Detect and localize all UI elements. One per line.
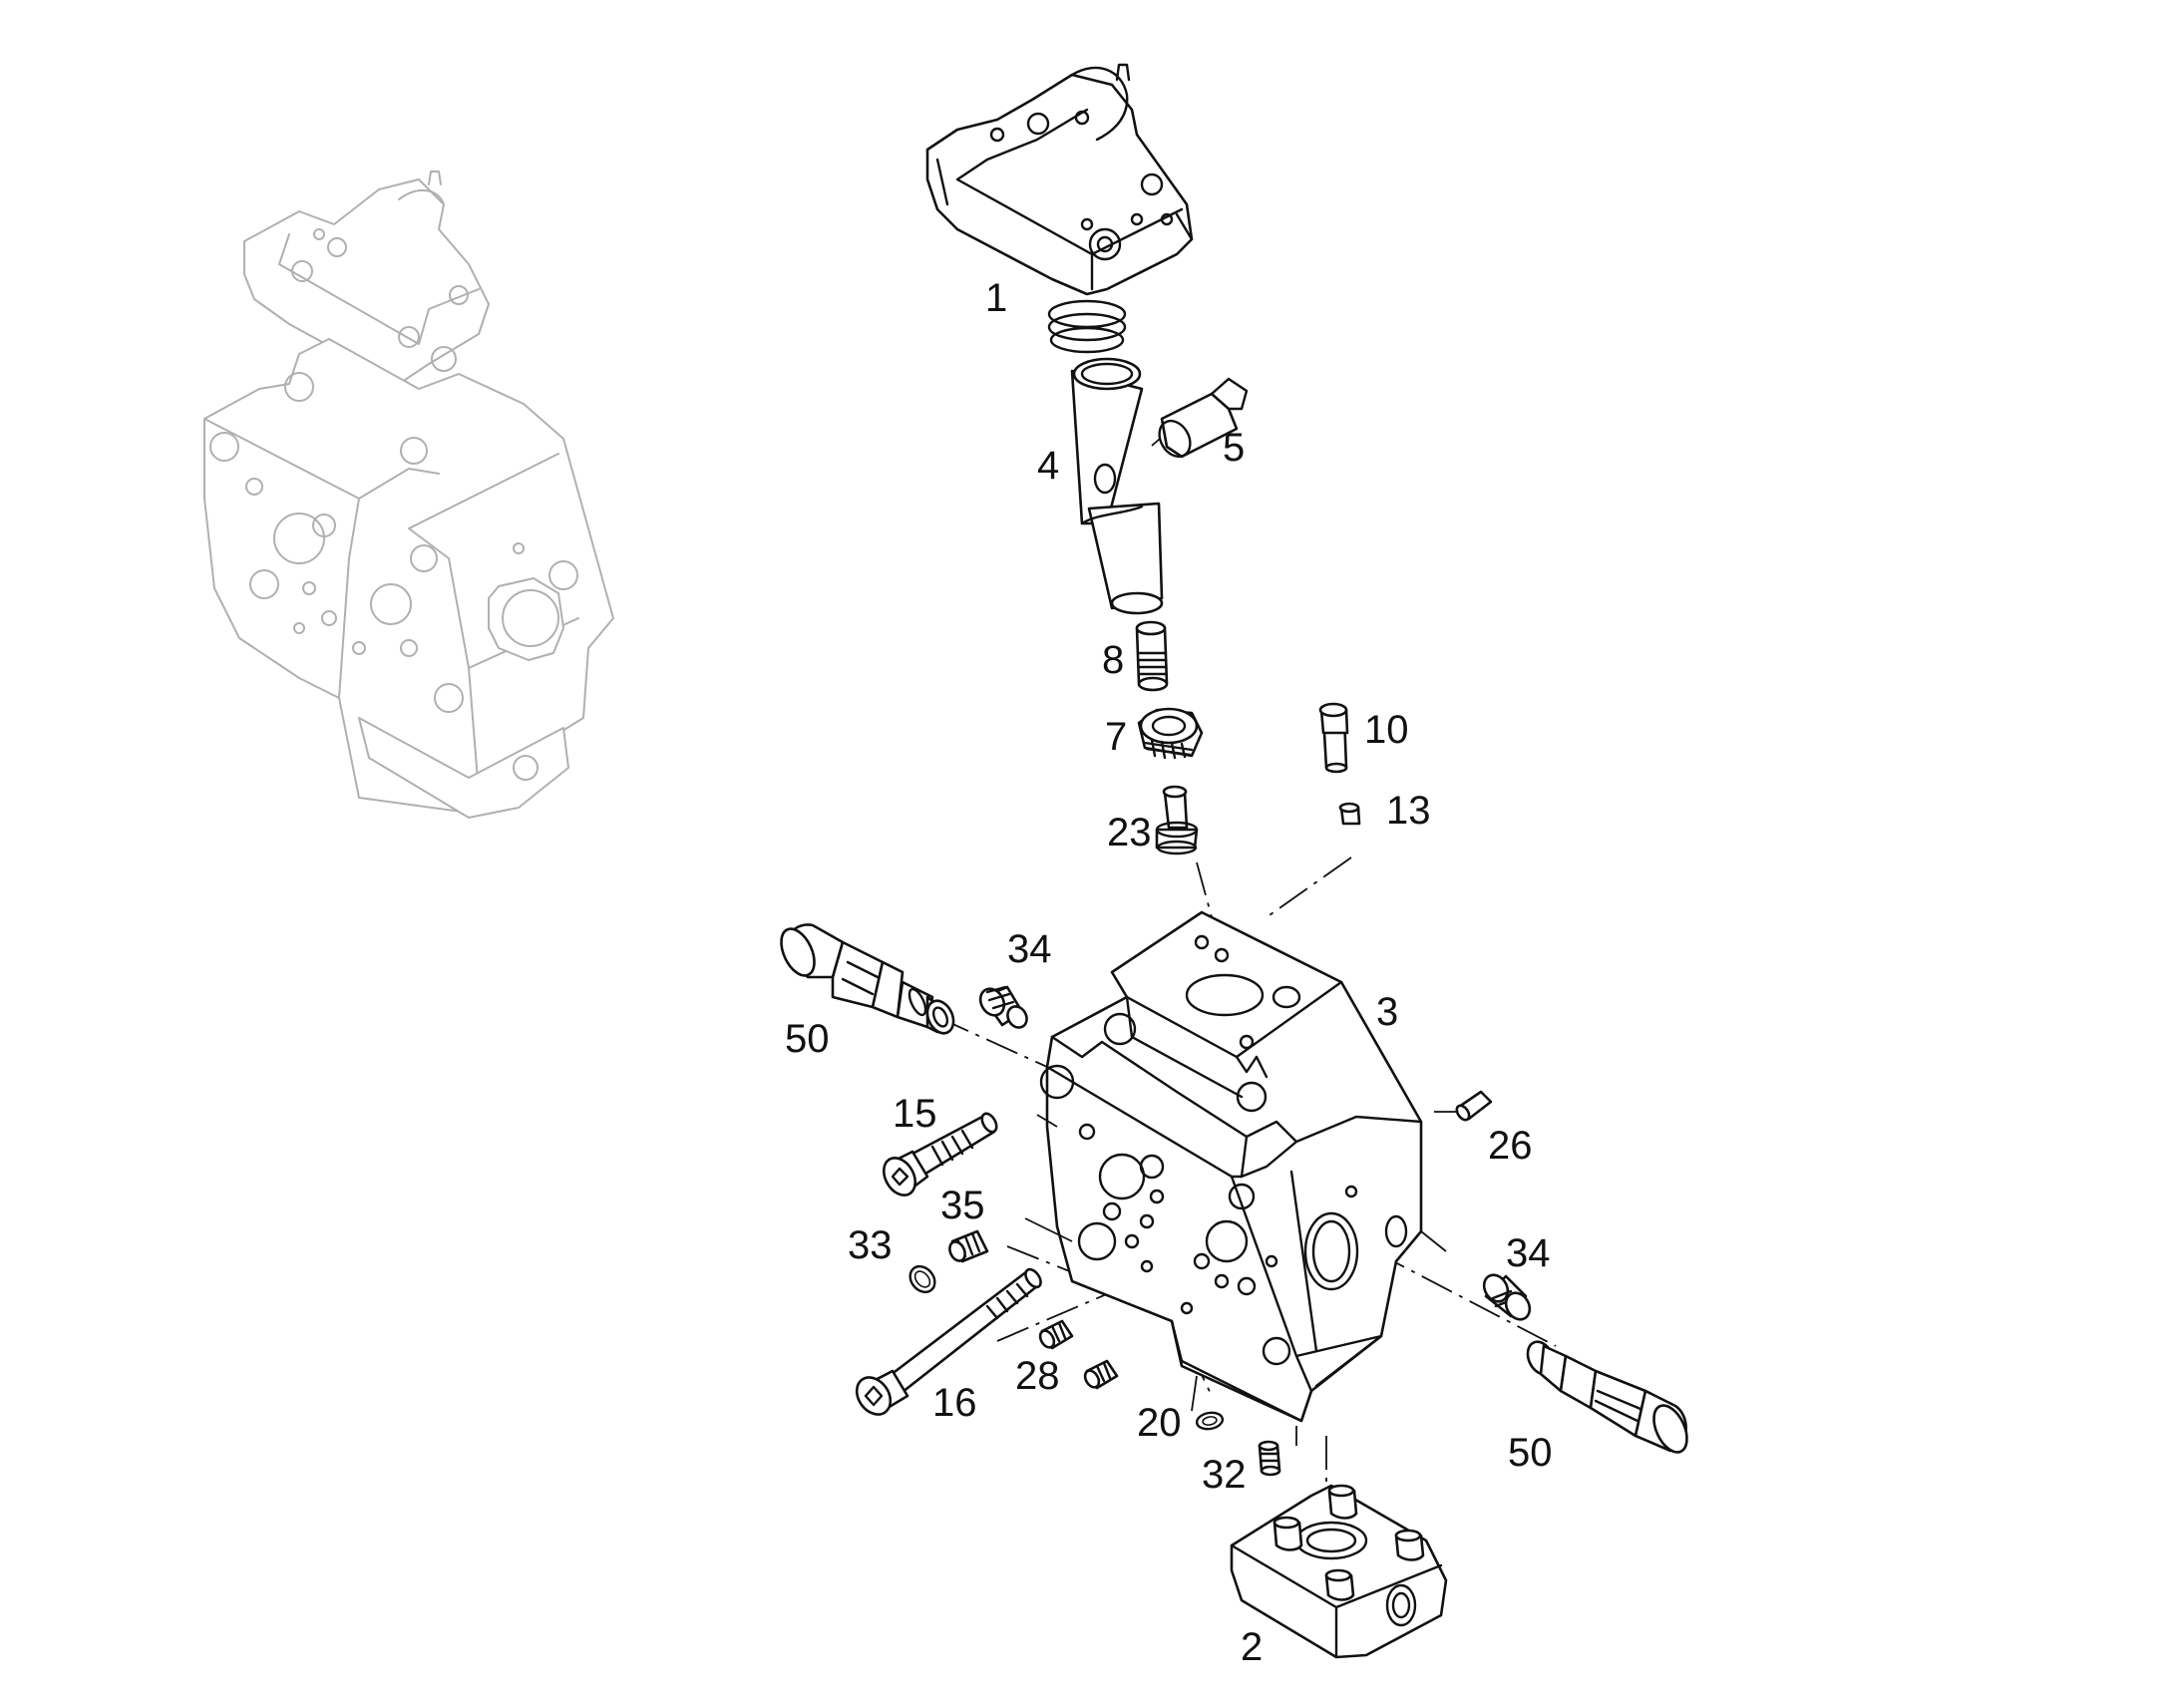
part-33-o-ring	[908, 1264, 936, 1294]
part-50-right-cartridge	[1526, 1340, 1688, 1454]
callout-8: 8	[1102, 638, 1124, 682]
callout-35: 35	[940, 1184, 985, 1227]
callout-15: 15	[893, 1092, 937, 1136]
part-20-o-ring	[1195, 1411, 1225, 1431]
callout-1: 1	[985, 276, 1007, 320]
part-5-pin	[1151, 377, 1249, 459]
part-34-left-plug	[978, 985, 1028, 1029]
assembled-valve-overview	[203, 171, 614, 819]
part-15-bolt	[882, 1112, 998, 1196]
part-32-plug	[1258, 1440, 1281, 1477]
part-3-valve-body	[1039, 910, 1423, 1423]
part-4-spool	[1070, 357, 1164, 615]
part-28-plug-upper	[1038, 1319, 1074, 1350]
callout-20: 20	[1137, 1401, 1182, 1445]
part-1-actuator	[925, 63, 1194, 354]
part-2-cover-plate	[1230, 1484, 1448, 1659]
part-7-nut	[1137, 707, 1204, 760]
callout-16: 16	[932, 1381, 977, 1425]
callout-3: 3	[1376, 990, 1398, 1034]
callout-33: 33	[848, 1223, 893, 1267]
callout-32: 32	[1202, 1453, 1247, 1497]
part-23-screw	[1155, 785, 1199, 855]
callout-13: 13	[1386, 789, 1431, 833]
part-28-plug-lower	[1083, 1359, 1119, 1390]
callout-23: 23	[1107, 811, 1152, 854]
part-8-piston	[1135, 620, 1169, 692]
callout-34-upper: 34	[1007, 927, 1052, 971]
callout-numbers: 1 2 3 4 5 7 8 10 13 15 16 20 23 26 28 32…	[785, 276, 1553, 1669]
callout-50-right: 50	[1508, 1431, 1553, 1475]
part-13-plug	[1338, 802, 1361, 826]
callout-4: 4	[1037, 444, 1059, 488]
part-35-set-screw	[948, 1229, 989, 1263]
part-34-right-plug	[1482, 1273, 1532, 1321]
callout-5: 5	[1223, 426, 1245, 470]
callout-26: 26	[1488, 1124, 1533, 1168]
callout-34-lower: 34	[1506, 1231, 1551, 1275]
leader-lines	[1024, 1111, 1458, 1446]
part-16-long-bolt	[855, 1267, 1042, 1416]
callout-10: 10	[1364, 708, 1409, 752]
callout-50-left: 50	[785, 1017, 830, 1061]
callout-2: 2	[1241, 1625, 1263, 1669]
callout-7: 7	[1105, 715, 1127, 759]
part-26-pin	[1455, 1090, 1493, 1122]
callout-28: 28	[1015, 1354, 1060, 1398]
part-10-sleeve	[1318, 702, 1349, 774]
part-50-left-cartridge	[780, 923, 955, 1035]
